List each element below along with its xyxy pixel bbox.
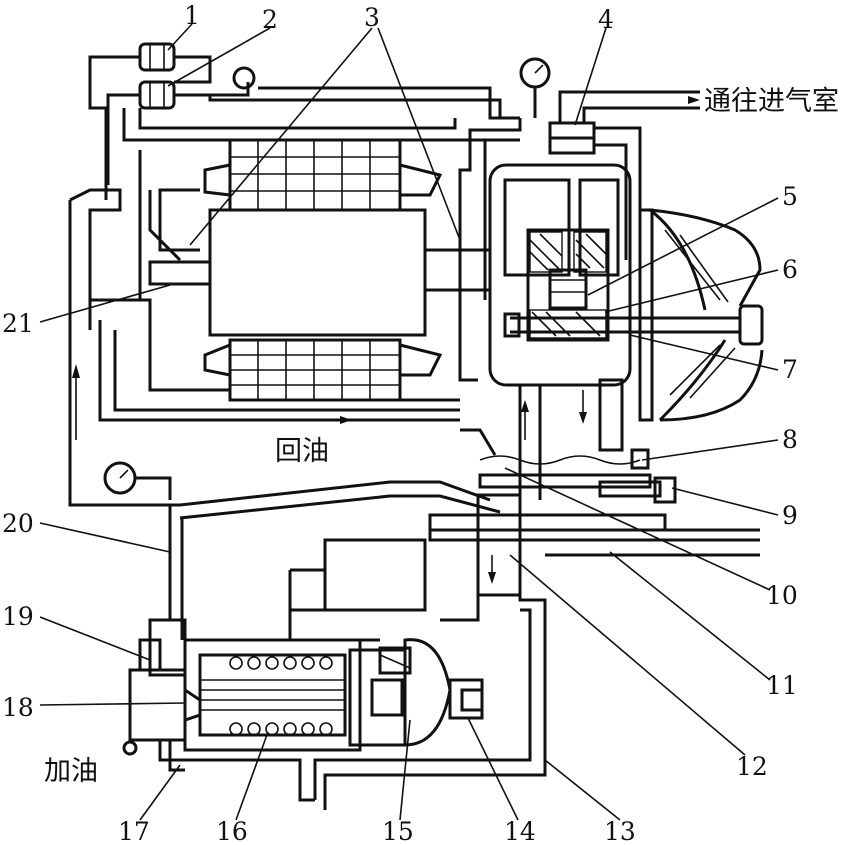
to-intake-label: 通往进气室 <box>704 86 839 117</box>
valve-4 <box>548 90 700 260</box>
flow-arrows <box>72 364 587 584</box>
pressure-gauge-top <box>519 57 551 118</box>
leader-lines <box>39 23 779 821</box>
pump-case-13 <box>288 538 547 810</box>
turbine-wheel <box>638 208 764 422</box>
label-16: 16 <box>216 817 248 845</box>
label-21: 21 <box>2 309 34 338</box>
label-14: 14 <box>504 817 536 845</box>
top-oil-lines <box>88 55 520 200</box>
label-10: 10 <box>766 581 798 610</box>
label-12: 12 <box>736 752 768 781</box>
label-20: 20 <box>2 509 34 538</box>
label-4: 4 <box>598 5 614 34</box>
turbine-shaft <box>423 248 764 346</box>
label-11: 11 <box>766 671 798 700</box>
tube-12 <box>440 493 522 622</box>
inlet-fitting-18-19 <box>122 618 315 802</box>
plate-9 <box>478 473 677 504</box>
pipe-20 <box>168 505 184 640</box>
coil-turns-16 <box>229 656 333 736</box>
rotor <box>148 208 427 337</box>
label-3: 3 <box>364 3 380 32</box>
label-2: 2 <box>262 5 278 34</box>
label-15: 15 <box>382 817 414 845</box>
compressor-housing <box>458 118 632 500</box>
pressure-gauge-left <box>103 461 172 500</box>
label-19: 19 <box>2 602 34 631</box>
label-13: 13 <box>604 817 636 845</box>
label-9: 9 <box>782 501 798 530</box>
pipe-10 <box>179 480 501 520</box>
oil-sump <box>460 378 641 465</box>
bearing-block <box>526 228 610 342</box>
label-8: 8 <box>782 425 798 454</box>
return-oil-arrow <box>320 416 352 424</box>
label-6: 6 <box>782 255 798 284</box>
add-oil-label: 加油 <box>44 756 98 787</box>
label-5: 5 <box>782 182 798 211</box>
pipe-11 <box>428 513 760 557</box>
label-18: 18 <box>2 693 34 722</box>
stator-coil-bottom <box>203 338 443 402</box>
return-oil-label: 回油 <box>275 436 329 467</box>
label-7: 7 <box>782 355 798 384</box>
pump-assembly <box>183 638 484 752</box>
stator-coil-top <box>203 138 443 212</box>
label-17: 17 <box>118 817 150 845</box>
label-1: 1 <box>184 1 200 30</box>
